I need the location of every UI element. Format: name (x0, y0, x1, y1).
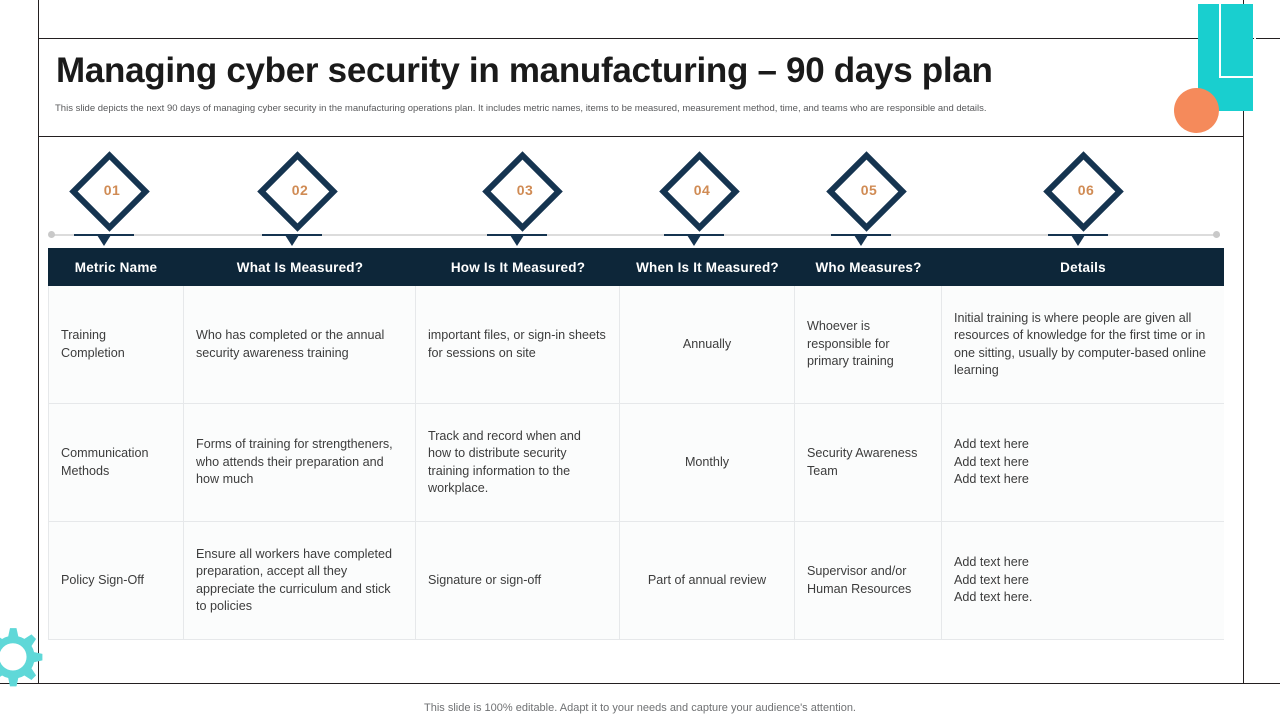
step-number-01: 01 (103, 182, 121, 198)
column-header-what-is-measured: What Is Measured? (236, 259, 364, 275)
step-track-line (52, 234, 1220, 236)
teal-inner-outline-decoration (1219, 4, 1256, 78)
cell-how-is-it-measured: important files, or sign-in sheets for s… (416, 286, 620, 403)
frame-line-right (1243, 0, 1244, 683)
cell-how-is-it-measured: Signature or sign-off (416, 522, 620, 639)
page-title: Managing cyber security in manufacturing… (56, 51, 993, 90)
step-pointer-03 (510, 235, 524, 246)
step-indicator-row: 01 02 03 04 05 (48, 151, 1224, 248)
cell-what-is-measured: Who has completed or the annual security… (184, 286, 416, 403)
step-marker-05[interactable]: 05 (809, 151, 929, 248)
step-number-02: 02 (291, 182, 309, 198)
frame-line-middle (38, 136, 1244, 137)
cell-what-is-measured: Ensure all workers have completed prepar… (184, 522, 416, 639)
table-row: Training Completion Who has completed or… (48, 286, 1224, 404)
column-header-when-is-it-measured: When Is It Measured? (636, 259, 779, 275)
table-header-row: Metric Name What Is Measured? How Is It … (48, 248, 1224, 286)
cell-when-is-it-measured: Part of annual review (620, 522, 795, 639)
cell-who-measures: Whoever is responsible for primary train… (795, 286, 942, 403)
step-pointer-04 (687, 235, 701, 246)
table-row: Communication Methods Forms of training … (48, 404, 1224, 522)
table-row: Policy Sign-Off Ensure all workers have … (48, 522, 1224, 640)
step-marker-01[interactable]: 01 (52, 151, 172, 248)
step-number-06: 06 (1077, 182, 1095, 198)
step-marker-06[interactable]: 06 (1026, 151, 1146, 248)
frame-line-bottom (0, 683, 1280, 684)
cell-how-is-it-measured: Track and record when and how to distrib… (416, 404, 620, 521)
frame-line-left (38, 0, 39, 683)
cell-details: Initial training is where people are giv… (954, 310, 1207, 377)
cell-metric-name: Communication Methods (48, 404, 184, 521)
step-number-03: 03 (516, 182, 534, 198)
step-track-dot-left (48, 231, 55, 238)
cell-when-is-it-measured: Monthly (620, 404, 795, 521)
step-track-dot-right (1213, 231, 1220, 238)
step-marker-03[interactable]: 03 (465, 151, 585, 248)
step-pointer-01 (97, 235, 111, 246)
cell-who-measures: Supervisor and/or Human Resources (795, 522, 942, 639)
column-header-how-is-it-measured: How Is It Measured? (450, 259, 586, 275)
cell-when-is-it-measured: Annually (620, 286, 795, 403)
step-number-05: 05 (860, 182, 878, 198)
column-header-details: Details (1060, 259, 1106, 275)
step-marker-02[interactable]: 02 (240, 151, 360, 248)
metrics-table: Metric Name What Is Measured? How Is It … (48, 248, 1224, 640)
gear-icon (0, 628, 43, 687)
orange-circle-decoration (1174, 88, 1219, 133)
cell-who-measures: Security Awareness Team (795, 404, 942, 521)
step-number-04: 04 (693, 182, 711, 198)
step-pointer-02 (285, 235, 299, 246)
cell-metric-name: Policy Sign-Off (48, 522, 184, 639)
cell-what-is-measured: Forms of training for strengtheners, who… (184, 404, 416, 521)
column-header-who-measures: Who Measures? (815, 259, 922, 275)
footer-note: This slide is 100% editable. Adapt it to… (424, 702, 856, 714)
step-marker-04[interactable]: 04 (642, 151, 762, 248)
frame-line-top (38, 38, 1280, 39)
page-subtitle: This slide depicts the next 90 days of m… (55, 103, 987, 114)
cell-metric-name: Training Completion (48, 286, 184, 403)
step-pointer-06 (1071, 235, 1085, 246)
step-pointer-05 (854, 235, 868, 246)
column-header-metric-name: Metric Name (74, 259, 158, 275)
